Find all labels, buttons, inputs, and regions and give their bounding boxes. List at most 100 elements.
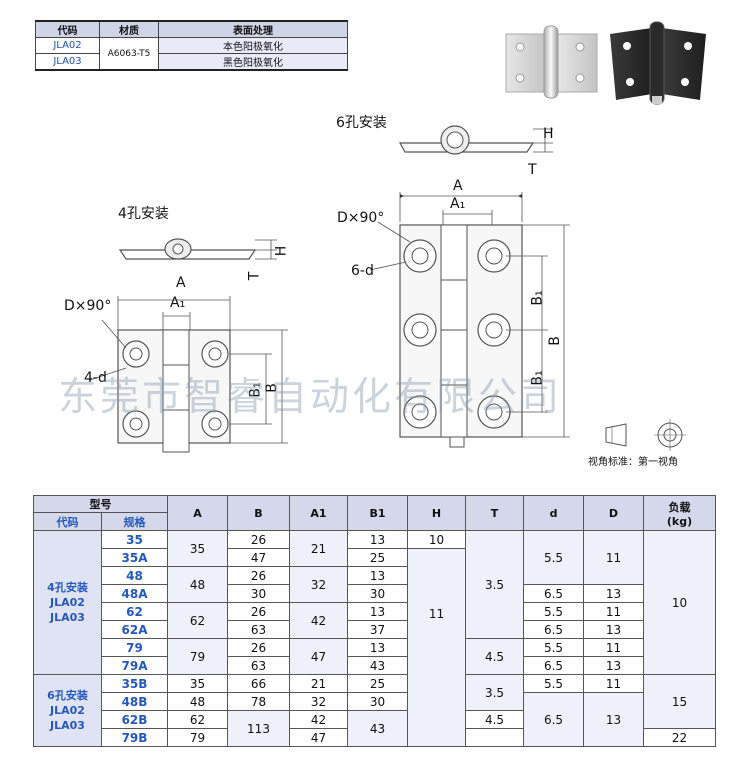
product-photo — [505, 21, 706, 105]
black-hinge-image — [610, 21, 706, 105]
D-cell: 11 — [583, 674, 644, 693]
col-H: H — [407, 495, 466, 531]
header-code: 代码 — [33, 512, 102, 531]
t-cell: 4.5 — [465, 710, 524, 729]
col-A: A — [167, 495, 228, 531]
b-cell: 47 — [227, 548, 290, 567]
d-cell: 5.5 — [523, 638, 584, 657]
b-cell: 26 — [227, 566, 290, 585]
b1-cell: 13 — [347, 602, 408, 621]
b1-cell: 13 — [347, 530, 408, 549]
b1-cell: 13 — [347, 638, 408, 657]
d-cell: 5.5 — [523, 674, 584, 693]
a1-cell: 32 — [289, 566, 348, 603]
hole-4d: 4-d — [84, 370, 107, 386]
group-label: 4孔安装 — [47, 581, 88, 594]
group-code: JLA03 — [50, 719, 85, 732]
D-cell: 11 — [583, 602, 644, 621]
code-cell: JLA02 — [35, 37, 100, 54]
b-cell: 26 — [227, 530, 290, 549]
dx90-four: D×90° — [64, 298, 112, 314]
D-cell: 13 — [583, 584, 644, 603]
spec-cell: 79A — [101, 656, 168, 675]
header-code: 代码 — [35, 20, 100, 38]
d-cell: 6.5 — [523, 692, 584, 747]
spec-cell: 62 — [101, 602, 168, 621]
D-cell: 13 — [583, 692, 644, 747]
dim-a-six: A — [453, 178, 463, 194]
watermark: 东莞市智睿自动化有限公司 — [58, 375, 563, 420]
d-cell: 6.5 — [523, 584, 584, 603]
b1-cell: 30 — [347, 692, 408, 711]
six-hole-side-view — [398, 125, 553, 155]
a-cell: 79 — [167, 728, 228, 747]
col-A1: A1 — [289, 495, 348, 531]
silver-hinge-image — [505, 25, 598, 99]
spec-cell: 35B — [101, 674, 168, 693]
header-spec: 规格 — [101, 512, 168, 531]
D-cell: 11 — [583, 530, 644, 585]
spec-cell: 48B — [101, 692, 168, 711]
dim-h-six: H — [543, 126, 554, 142]
a-cell: 79 — [167, 638, 228, 675]
finish-cell: 黑色阳极氧化 — [158, 53, 348, 71]
header-model: 型号 — [33, 495, 168, 513]
four-hole-side-label: 4孔安装 — [118, 206, 169, 222]
col-d: d — [523, 495, 584, 531]
D-cell: 13 — [583, 656, 644, 675]
b-cell: 63 — [227, 620, 290, 639]
a-cell: 48 — [167, 692, 228, 711]
col-D: D — [583, 495, 644, 531]
dim-a-four: A — [176, 275, 186, 291]
projection-symbol-icon — [605, 419, 686, 451]
t-cell: 3.5 — [465, 530, 524, 639]
b-cell: 30 — [227, 584, 290, 603]
b-cell: 63 — [227, 656, 290, 675]
dim-a1-six: A₁ — [450, 196, 466, 212]
d-cell: 5.5 — [523, 530, 584, 585]
spec-cell: 35 — [101, 530, 168, 549]
b1-cell: 37 — [347, 620, 408, 639]
b1-cell: 25 — [347, 674, 408, 693]
hole-6d: 6-d — [351, 263, 374, 279]
b1-cell: 43 — [347, 656, 408, 675]
a-cell: 48 — [167, 566, 228, 603]
b1-cell: 25 — [347, 548, 408, 567]
col-B1: B1 — [347, 495, 408, 531]
header-material: 材质 — [99, 20, 159, 38]
D-cell: 11 — [583, 638, 644, 657]
b1-cell: 30 — [347, 584, 408, 603]
six-hole-front-view — [369, 192, 570, 448]
b-cell: 66 — [227, 674, 290, 693]
four-hole-front-view — [89, 296, 288, 453]
b-cell: 78 — [227, 692, 290, 711]
dim-b-six: B — [546, 336, 563, 346]
a1-cell: 21 — [289, 674, 348, 693]
b-cell: 26 — [227, 638, 290, 657]
a1-cell: 32 — [289, 692, 348, 711]
a1-cell: 47 — [289, 728, 348, 747]
a1-cell: 21 — [289, 530, 348, 567]
group-label: 6孔安装 — [47, 689, 88, 702]
a-cell: 62 — [167, 602, 228, 639]
d-cell: 5.5 — [523, 602, 584, 621]
load-title: 负载 — [668, 500, 691, 514]
a1-cell: 47 — [289, 638, 348, 675]
dim-b1-six-upper: B₁ — [529, 290, 546, 306]
h-cell: 11 — [407, 548, 466, 747]
t-cell: 3.5 — [465, 674, 524, 711]
spec-cell: 48A — [101, 584, 168, 603]
dim-a1-four: A₁ — [170, 295, 186, 311]
spec-cell: 35A — [101, 548, 168, 567]
spec-cell: 48 — [101, 566, 168, 585]
h-cell: 10 — [407, 530, 466, 549]
load-cell: 10 — [643, 530, 716, 675]
a1-cell: 42 — [289, 710, 348, 729]
group-code: JLA03 — [50, 611, 85, 624]
a-cell: 62 — [167, 710, 228, 729]
col-B: B — [227, 495, 290, 531]
D-cell: 13 — [583, 620, 644, 639]
d-cell: 6.5 — [523, 656, 584, 675]
